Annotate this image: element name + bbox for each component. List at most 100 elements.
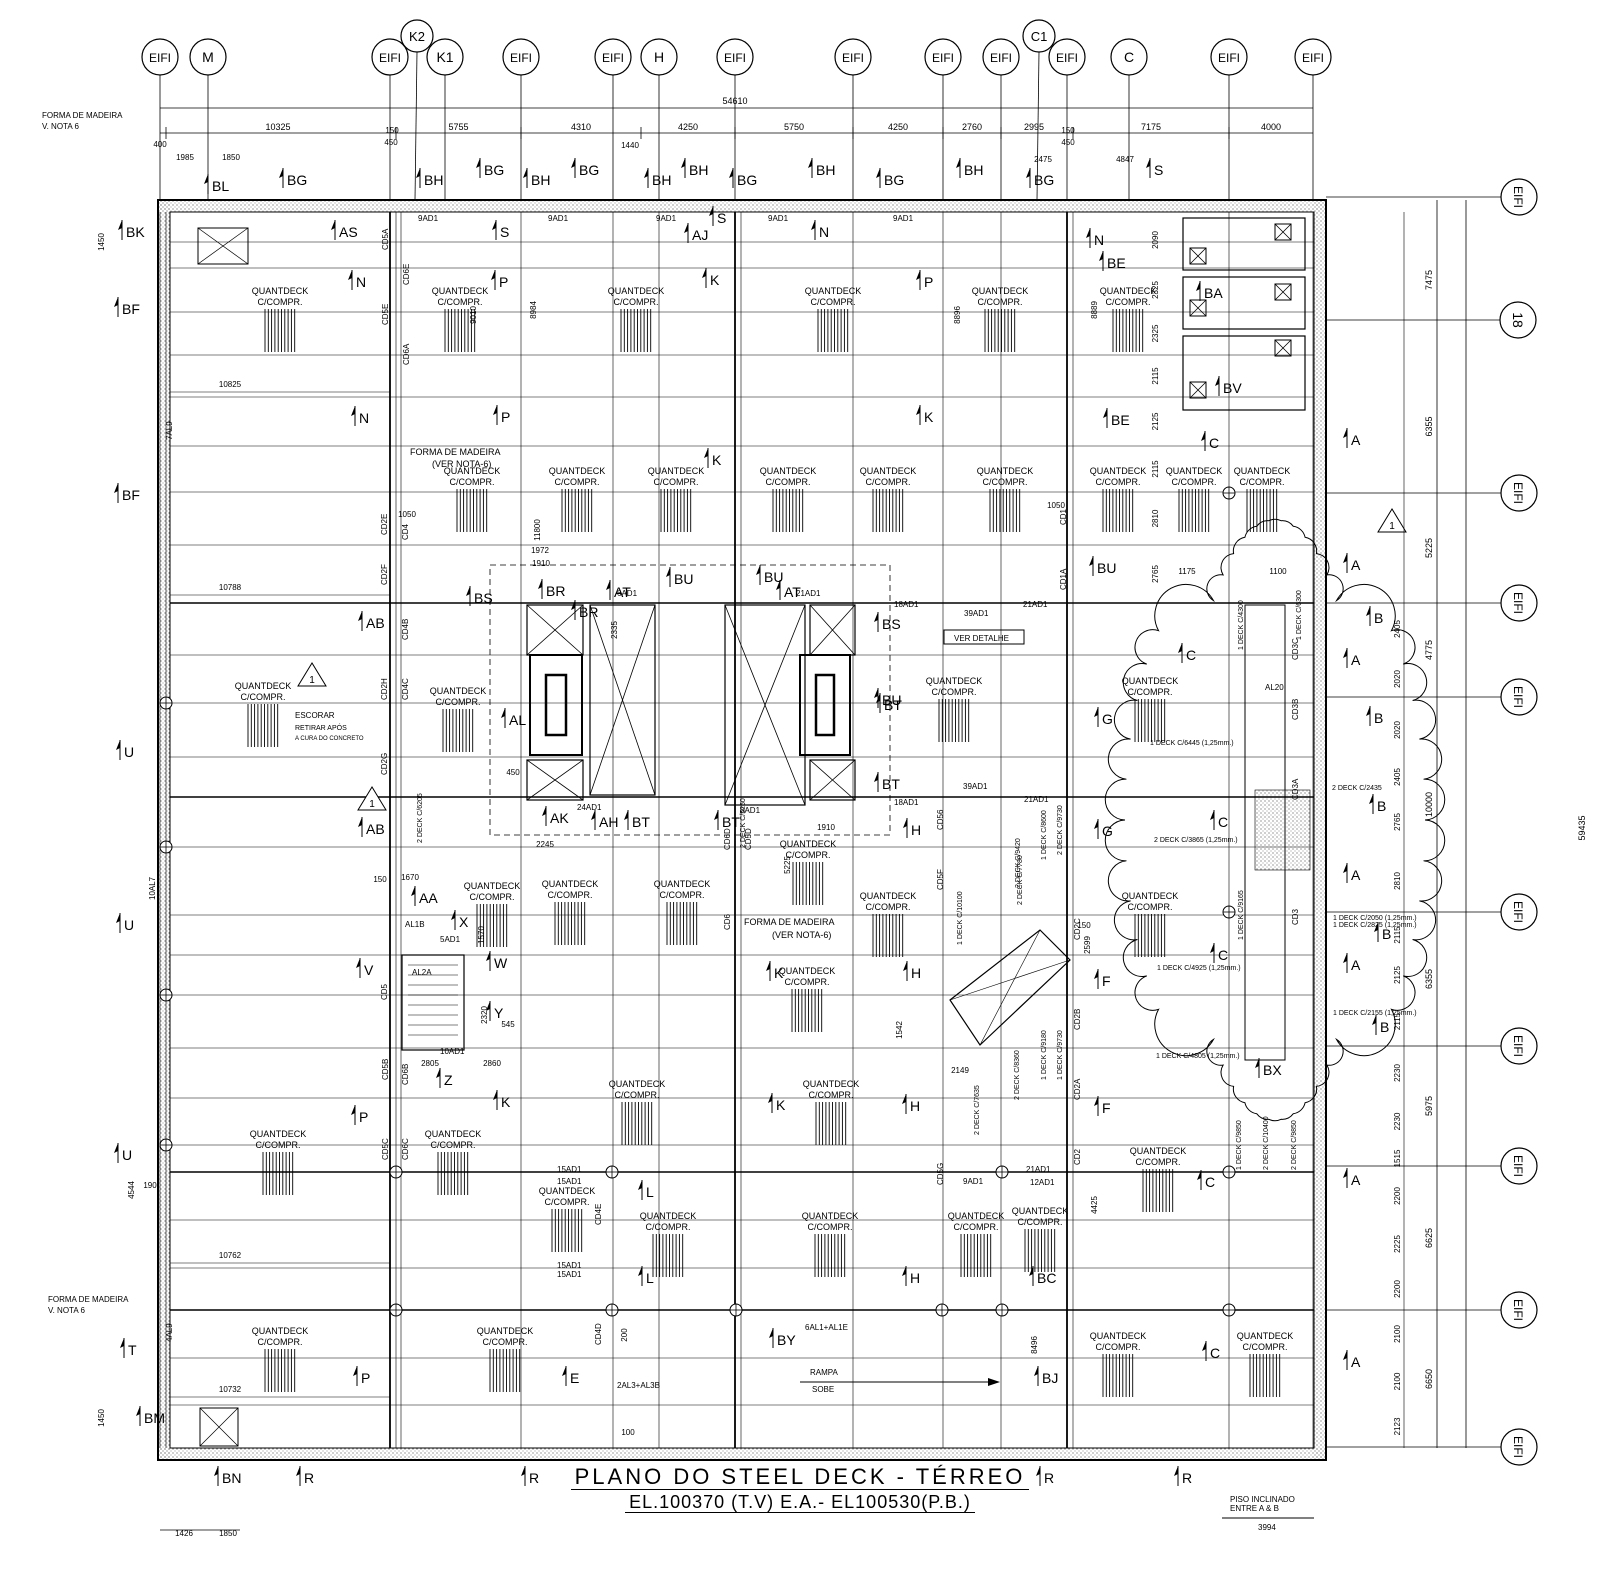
deck-label-1: QUANTDECK xyxy=(425,1129,482,1139)
section-mark-label: BH xyxy=(964,162,983,178)
forma-note-bottom-2: V. NOTA 6 xyxy=(48,1306,85,1315)
deck-label-2: C/COMPR. xyxy=(932,687,977,697)
section-mark-arrow xyxy=(476,158,480,168)
beam-tag: AL1B xyxy=(405,920,425,929)
dim-right-inner-value: 2100 xyxy=(1393,1372,1402,1390)
section-mark-arrow xyxy=(562,1366,566,1376)
deck-label-1: QUANTDECK xyxy=(760,466,817,476)
shaft-x xyxy=(809,604,856,656)
section-mark: B xyxy=(1374,922,1391,942)
dim-right-inner-value: 2200 xyxy=(1393,1187,1402,1205)
grid-label-right: EIFI xyxy=(1511,686,1525,708)
deck-label-2: C/COMPR. xyxy=(258,297,303,307)
section-mark: BM xyxy=(136,1406,165,1426)
dim-right-inner-value: 2325 xyxy=(1151,281,1160,299)
deck-panels: QUANTDECKC/COMPR.QUANTDECKC/COMPR.QUANTD… xyxy=(235,286,1293,1397)
dim-interior-value: 8984 xyxy=(529,301,538,319)
section-mark-label: BF xyxy=(122,301,140,317)
deck-label-1: QUANTDECK xyxy=(1166,466,1223,476)
forma-opening-x xyxy=(197,227,249,265)
section-mark-arrow xyxy=(1372,1015,1376,1025)
section-mark-label: K xyxy=(712,452,722,468)
section-mark-label: C xyxy=(1218,947,1228,963)
grid-label-sub: C1 xyxy=(1031,29,1048,44)
deck-label-1: QUANTDECK xyxy=(432,286,489,296)
dim-small: 150 xyxy=(385,126,399,135)
grid-label-right: EIFI xyxy=(1511,1436,1525,1458)
dim-left-value: 1450 xyxy=(97,233,106,251)
section-mark-arrow xyxy=(114,297,118,307)
dim-right-inner-value: 2230 xyxy=(1393,1112,1402,1130)
column-tag: CD5A xyxy=(381,228,390,250)
section-mark: K xyxy=(704,448,722,468)
section-mark-arrow xyxy=(1202,1341,1206,1351)
section-mark-arrow xyxy=(358,611,362,621)
section-mark: F xyxy=(1094,969,1111,989)
section-mark-label: P xyxy=(499,274,508,290)
dim-right-inner-value: 2115 xyxy=(1393,926,1402,944)
section-mark: BH xyxy=(956,158,983,178)
section-mark: R xyxy=(1036,1466,1054,1486)
drawing-title: PLANO DO STEEL DECK - TÉRREO xyxy=(0,1464,1600,1490)
section-mark: H xyxy=(903,818,921,838)
deck-note: 1 DECK C/9180 xyxy=(1041,1030,1048,1080)
deck-label-2: C/COMPR. xyxy=(983,477,1028,487)
column-tag: CD3A xyxy=(1291,778,1300,800)
dim-interior-value: 2335 xyxy=(610,621,619,639)
deck-label-1: QUANTDECK xyxy=(779,966,836,976)
section-mark-arrow xyxy=(1094,1096,1098,1106)
section-mark-arrow xyxy=(902,1266,906,1276)
section-mark-arrow xyxy=(1210,943,1214,953)
section-mark-label: AJ xyxy=(692,227,708,243)
section-mark-label: BR xyxy=(546,583,565,599)
stair-elevator-core xyxy=(197,217,1311,1447)
deck-note: 2 DECK C/2435 xyxy=(1332,785,1382,792)
deck-note: 1 DECK C/9730 xyxy=(1057,1030,1064,1080)
section-mark-arrow xyxy=(356,958,360,968)
section-mark-arrow xyxy=(353,1366,357,1376)
grid-label-top: EIFI xyxy=(1218,51,1240,65)
section-mark-arrow xyxy=(916,405,920,415)
column-tag: CD3 xyxy=(1291,908,1300,925)
section-mark-label: BK xyxy=(126,224,145,240)
beam-tag: 9AD1 xyxy=(656,214,677,223)
section-mark: C xyxy=(1201,431,1219,451)
ver-detalhe: VER DETALHE xyxy=(954,634,1009,643)
section-mark: K xyxy=(702,268,720,288)
section-mark-arrow xyxy=(1343,863,1347,873)
column-tag: CD2G xyxy=(380,753,389,775)
section-mark-label: S xyxy=(500,224,509,240)
section-mark-arrow xyxy=(466,586,470,596)
dim-small: 1985 xyxy=(176,153,194,162)
section-mark: BU xyxy=(874,688,901,708)
escorar-1: ESCORAR xyxy=(295,711,335,720)
section-mark: AT xyxy=(776,580,801,600)
section-mark: BL xyxy=(204,174,229,194)
shaft-box xyxy=(1182,217,1306,271)
section-mark: A xyxy=(1343,648,1361,668)
deck-label-1: QUANTDECK xyxy=(860,891,917,901)
column-tag: CD6E xyxy=(402,264,411,285)
section-mark: BU xyxy=(666,567,693,587)
section-mark-label: BF xyxy=(122,487,140,503)
section-mark-arrow xyxy=(1196,281,1200,291)
section-mark-arrow xyxy=(1026,168,1030,178)
section-mark-label: N xyxy=(1094,232,1104,248)
section-mark: AB xyxy=(358,611,385,631)
deck-note: 1 DECK C/8600 xyxy=(1041,810,1048,860)
forma-note-top-1: FORMA DE MADEIRA xyxy=(42,111,123,120)
section-mark-label: S xyxy=(1154,162,1163,178)
grid-line-sub xyxy=(414,51,418,201)
section-mark-arrow xyxy=(1178,643,1182,653)
section-mark-arrow xyxy=(729,168,733,178)
deck-label-1: QUANTDECK xyxy=(477,1326,534,1336)
deck-label-1: QUANTDECK xyxy=(860,466,917,476)
section-mark-arrow xyxy=(874,772,878,782)
